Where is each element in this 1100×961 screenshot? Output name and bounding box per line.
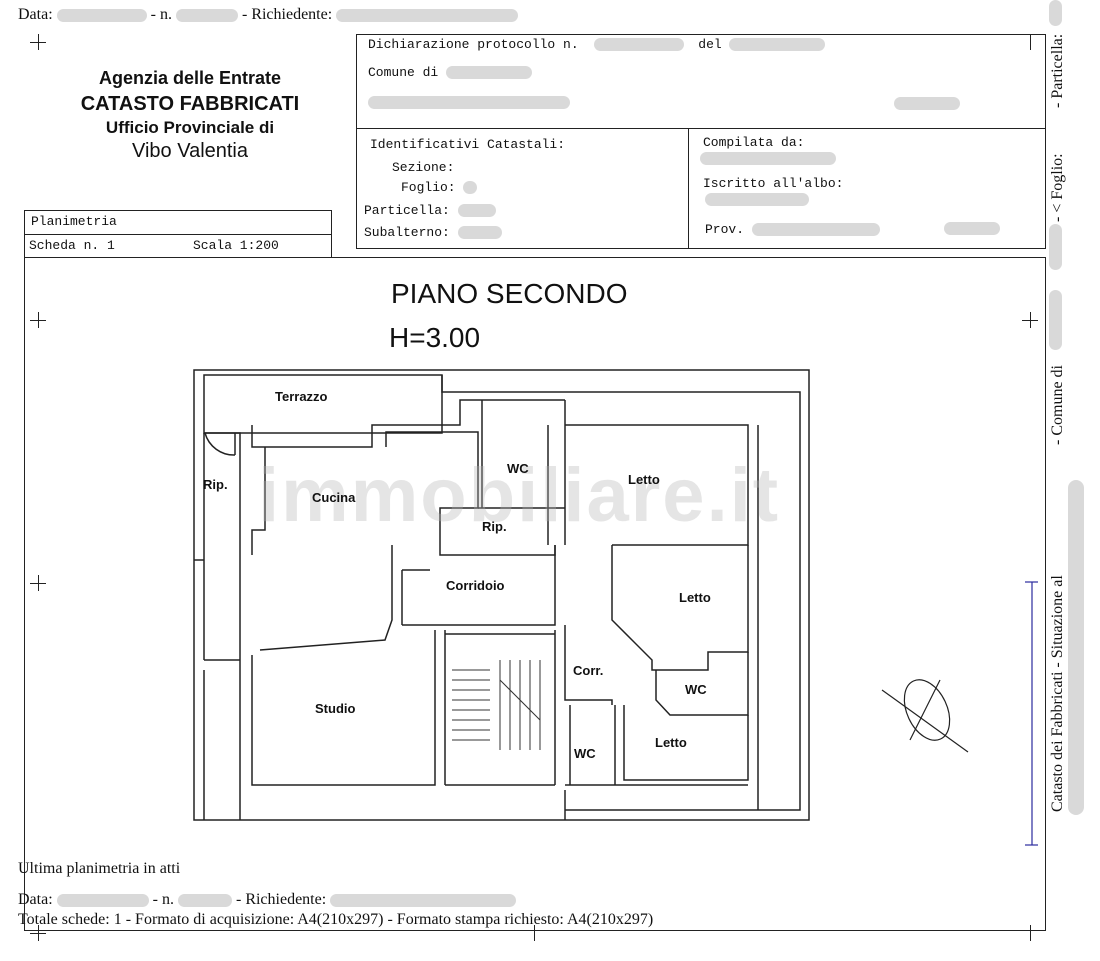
subalterno-line: Subalterno: [364, 225, 502, 240]
office-label: Ufficio Provinciale di [105, 118, 275, 137]
plan-height: H=3.00 [389, 322, 481, 353]
watermark: immobiliare.it [258, 453, 781, 538]
dichiarazione-line: Dichiarazione protocollo n. del [368, 37, 826, 52]
room-wc-3: WC [574, 746, 596, 761]
room-terrazzo: Terrazzo [275, 389, 328, 404]
redacted-protocol-date [729, 38, 826, 52]
del-label: del [698, 37, 722, 52]
footer-ultima: Ultima planimetria in atti [18, 860, 181, 877]
top-data-label: Data: [18, 6, 53, 23]
sheet-type: Planimetria [31, 214, 117, 229]
footer-totale: Totale schede: 1 - Formato di acquisizio… [18, 911, 654, 928]
redacted-protocol [594, 38, 685, 52]
drawing-frame [24, 257, 1046, 931]
footer-request-line: Data: - n. - Richiedente: [18, 891, 517, 909]
particella-line: Particella: [364, 203, 496, 218]
redacted-footer-number [177, 893, 232, 907]
redacted-side-date [1068, 480, 1084, 815]
footer-data-label: Data: [18, 891, 53, 908]
redacted-footer-requester [330, 893, 517, 907]
room-wc-2: WC [685, 682, 707, 697]
room-letto-2: Letto [679, 590, 711, 605]
prov-label: Prov. [705, 222, 745, 237]
top-n-label: - n. [150, 6, 172, 23]
redacted-prov-code [944, 222, 1000, 235]
room-cucina: Cucina [312, 490, 356, 505]
room-letto-1: Letto [628, 472, 660, 487]
redacted-prov [751, 223, 880, 237]
redacted-compiler [700, 152, 836, 165]
plan-title: PIANO SECONDO [391, 278, 628, 309]
top-request-line: Data: - n. - Richiedente: [18, 6, 519, 24]
side-foglio: - < Foglio: [1049, 153, 1066, 222]
side-particella: - Particella: [1049, 33, 1066, 108]
redacted-address [368, 96, 570, 109]
side-situazione: Catasto dei Fabbricati - Situazione al [1049, 575, 1066, 812]
redacted-albo [705, 193, 809, 206]
redacted-subalterno [457, 226, 502, 240]
redacted-side-particella [1049, 0, 1062, 26]
identificativi-label: Identificativi Catastali: [370, 137, 566, 152]
side-comune: - Comune di [1049, 365, 1066, 445]
comune-line: Comune di [368, 65, 533, 80]
redacted-footer-date [56, 893, 149, 907]
redacted-date [56, 8, 147, 22]
scale-bar [1025, 581, 1038, 846]
redacted-particella [457, 204, 496, 218]
subalterno-label: Subalterno: [364, 225, 450, 240]
footer-n-label: - n. [152, 891, 174, 908]
room-letto-3: Letto [655, 735, 687, 750]
compilata-label: Compilata da: [703, 135, 805, 150]
prov-line: Prov. [705, 222, 880, 237]
redacted-comune [446, 66, 533, 80]
agency-block: Agenzia delle Entrate CATASTO FABBRICATI… [60, 68, 320, 163]
foglio-label: Foglio: [401, 180, 456, 195]
redacted-number [175, 8, 238, 22]
redacted-requester [336, 8, 519, 22]
agency-name: Agenzia delle Entrate [98, 68, 282, 88]
comune-label: Comune di [368, 65, 439, 80]
room-wc-1: WC [507, 461, 529, 476]
north-arrow-icon [881, 679, 969, 753]
redacted-side-foglio [1049, 224, 1062, 270]
particella-label: Particella: [364, 203, 450, 218]
sezione-label: Sezione: [392, 160, 455, 175]
office-city: Vibo Valentia [131, 140, 248, 162]
redacted-foglio [463, 181, 478, 195]
header-box [356, 34, 1046, 249]
redacted-code [894, 97, 960, 110]
redacted-side-comune [1049, 290, 1062, 350]
sheet-scale: Scala 1:200 [193, 238, 279, 253]
foglio-line: Foglio: [401, 180, 478, 195]
room-corr: Corr. [573, 663, 604, 678]
room-studio: Studio [315, 701, 356, 716]
footer-richiedente-label: - Richiedente: [235, 891, 327, 908]
dichiarazione-label: Dichiarazione protocollo n. [368, 37, 579, 52]
room-corridoio: Corridoio [446, 578, 505, 593]
room-rip-2: Rip. [482, 519, 507, 534]
catasto-title: CATASTO FABBRICATI [80, 93, 300, 115]
sheet-number: Scheda n. 1 [29, 238, 115, 253]
iscritto-label: Iscritto all'albo: [703, 176, 844, 191]
top-richiedente-label: - Richiedente: [241, 6, 333, 23]
room-rip-1: Rip. [203, 477, 228, 492]
